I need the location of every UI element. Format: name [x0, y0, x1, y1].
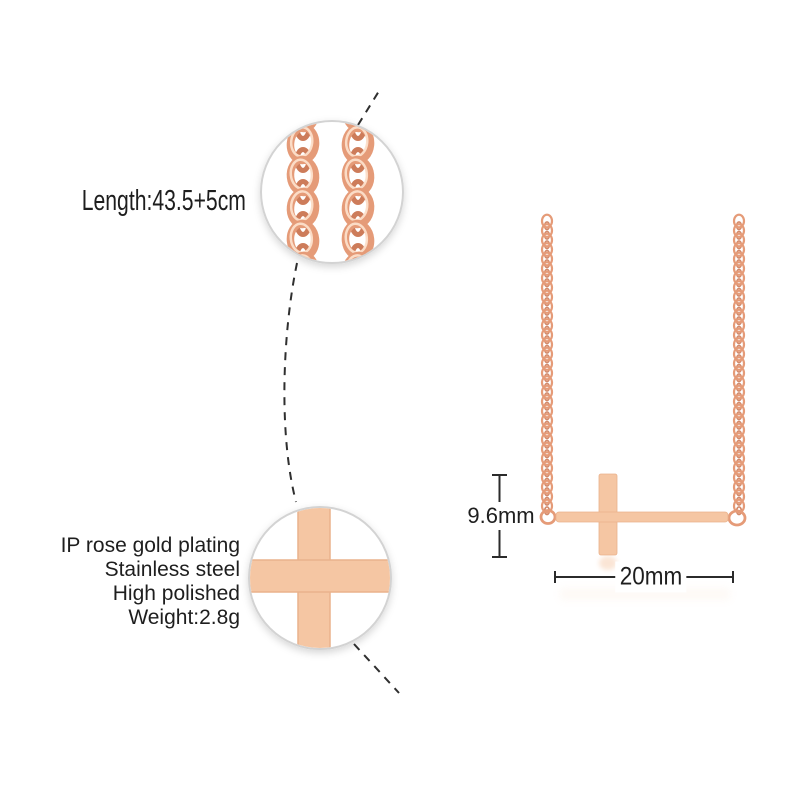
spec-line-weight: Weight:2.8g — [128, 606, 240, 629]
leader-line-bottom — [353, 643, 400, 694]
width-dimension-label: 20mm — [615, 561, 687, 593]
magnified-cross-horizontal-arm — [250, 559, 390, 593]
leader-line-top — [357, 90, 380, 126]
necklace-chains — [540, 213, 746, 516]
jump-ring-right — [727, 509, 747, 527]
spec-line-finish: High polished — [112, 582, 240, 605]
leader-line-middle — [283, 262, 298, 503]
pendant-bar — [555, 511, 729, 523]
height-dimension-label: 9.6mm — [464, 502, 538, 530]
pendant-reflection-soft — [560, 588, 730, 600]
length-label: Length:43.5+5cm — [81, 185, 246, 217]
chain-detail-circle — [260, 120, 404, 264]
magnified-cross — [250, 508, 390, 648]
spec-line-material: Stainless steel — [104, 558, 240, 581]
spec-line-plating: IP rose gold plating — [60, 534, 240, 557]
cross-tip-reflection — [599, 556, 617, 570]
jump-ring-left — [539, 509, 557, 525]
spec-list: IP rose gold plating Stainless steel Hig… — [61, 534, 240, 630]
